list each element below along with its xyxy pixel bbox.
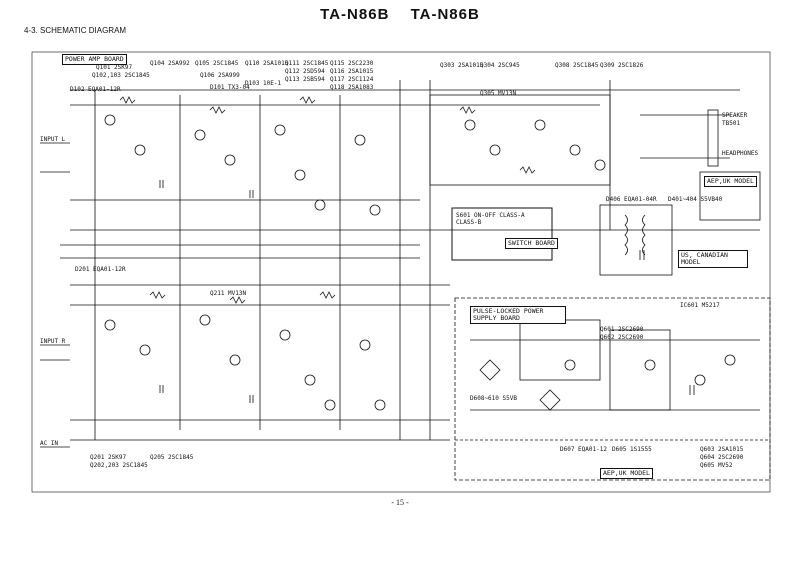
part-label: Q106 2SA999 [200, 72, 240, 79]
part-label: Q117 2SC1124 [330, 76, 374, 83]
switch-note-label: S601 ON-OFF CLASS-A CLASS-B [456, 212, 525, 226]
model-title-right: TA-N86B [410, 6, 480, 23]
part-label: Q305 MV13N [480, 90, 517, 97]
part-label: Q118 2SA1083 [330, 84, 374, 91]
part-label: Q112 2SD594 [285, 68, 325, 75]
part-label: Q105 2SC1845 [195, 60, 239, 67]
part-label: D406 EQA01-04R [606, 196, 657, 203]
ac-in-label: AC IN [40, 440, 59, 447]
part-label: D608~610 S5VB [470, 395, 517, 402]
part-label: Q601 2SC2690 [600, 326, 644, 333]
part-label: Q104 2SA992 [150, 60, 190, 67]
part-label: Q201 2SK97 [90, 454, 127, 461]
part-label: Q605 MV52 [700, 462, 733, 469]
part-label: D201 EQA01-12R [75, 266, 126, 273]
part-label: D605 1S1555 [612, 446, 652, 453]
part-label: IC601 M5217 [680, 302, 720, 309]
part-label: Q308 2SC1845 [555, 62, 599, 69]
part-label: Q602 2SC2690 [600, 334, 644, 341]
part-label: D102 EQA01-12R [70, 86, 121, 93]
aep-uk-bottom-label: AEP,UK MODEL [600, 468, 653, 479]
us-canadian-model-label: US, CANADIAN MODEL [678, 250, 748, 268]
part-label: Q603 2SA1015 [700, 446, 744, 453]
terminal-label: TB501 [722, 120, 741, 127]
model-title-left: TA-N86B [320, 6, 390, 23]
power-amp-board-label: POWER AMP BOARD [62, 54, 127, 65]
part-label: Q604 2SC2690 [700, 454, 744, 461]
headphones-label: HEADPHONES [722, 150, 759, 157]
switch-board-label: SWITCH BOARD [505, 238, 558, 249]
page-header: TA-N86B TA-N86B [0, 6, 800, 23]
part-label: Q116 2SA1015 [330, 68, 374, 75]
part-label: D103 10E-1 [245, 80, 282, 87]
part-label: D401~404 S5VB40 [668, 196, 723, 203]
part-label: Q101 2SK97 [96, 64, 133, 71]
input-r-label: INPUT R [40, 338, 66, 345]
part-label: D101 TX3-04 [210, 84, 250, 91]
part-label: Q202,203 2SC1845 [90, 462, 148, 469]
part-label: D607 EQA01-12 [560, 446, 607, 453]
part-label: Q309 2SC1826 [600, 62, 644, 69]
part-label: Q113 2SB594 [285, 76, 325, 83]
input-l-label: INPUT L [40, 136, 66, 143]
section-title: 4-3. SCHEMATIC DIAGRAM [24, 26, 127, 35]
part-label: Q304 2SC945 [480, 62, 520, 69]
part-label: Q102,103 2SC1845 [92, 72, 150, 79]
part-label: Q211 MV13N [210, 290, 247, 297]
aep-uk-model-label: AEP,UK MODEL [704, 176, 757, 187]
part-label: Q303 2SA1015 [440, 62, 484, 69]
speaker-label: SPEAKER [722, 112, 748, 119]
part-label: Q115 2SC2230 [330, 60, 374, 67]
part-label: Q205 2SC1845 [150, 454, 194, 461]
part-label: Q111 2SC1845 [285, 60, 329, 67]
part-label: Q110 2SA1015 [245, 60, 289, 67]
page-number: - 15 - [391, 498, 409, 507]
pll-psu-board-label: PULSE-LOCKED POWER SUPPLY BOARD [470, 306, 566, 324]
